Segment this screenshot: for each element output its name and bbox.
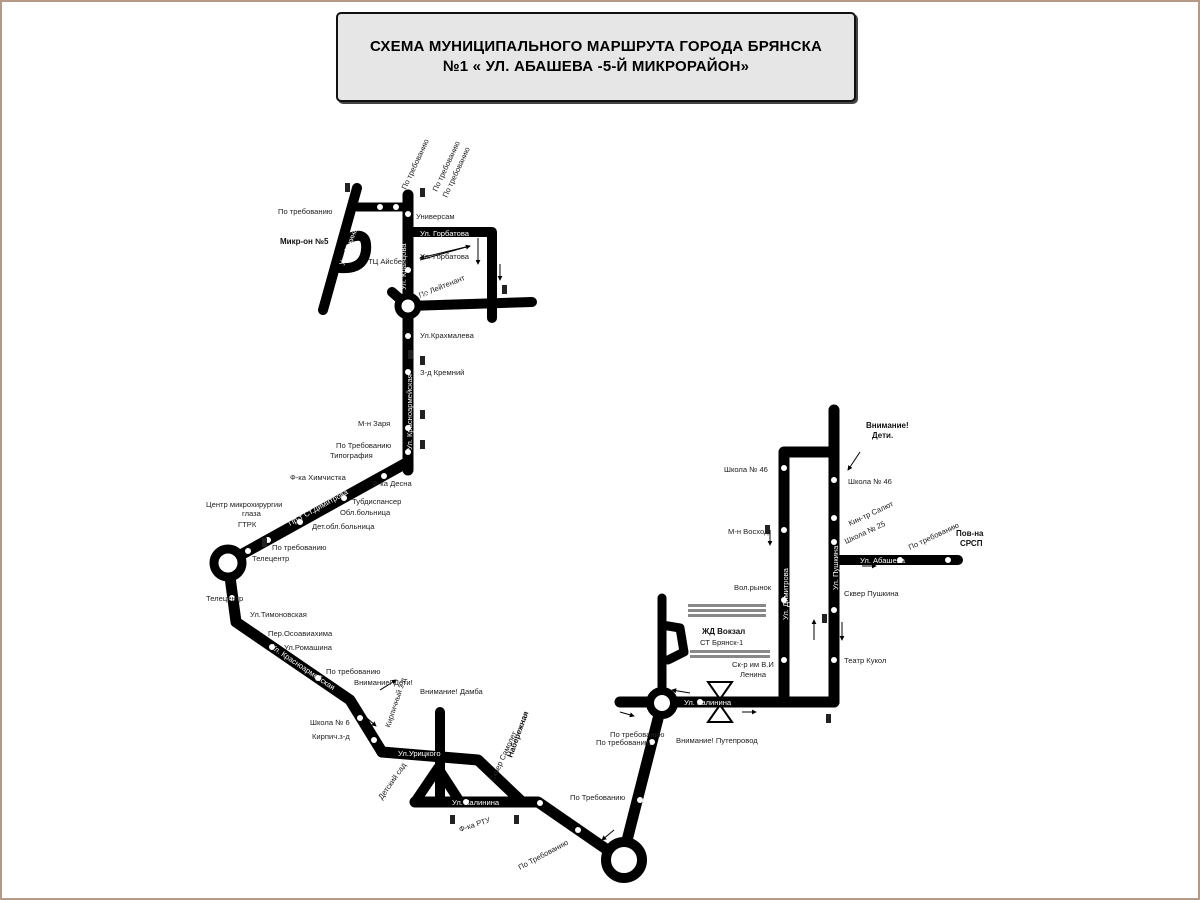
label-ul-timonovskaya: Ул.Тимоновская bbox=[250, 610, 307, 619]
stop-dots bbox=[229, 204, 951, 833]
label-shkola46: Школа № 46 bbox=[724, 465, 768, 474]
label-vnimanie-deti2-1: Внимание! bbox=[866, 421, 909, 430]
label-fka-khimchistka: Ф-ка Химчистка bbox=[290, 473, 347, 482]
label-ul-pushkina: Ул. Пушкина bbox=[831, 545, 840, 590]
label-fka-desna: Ф-ка Десна bbox=[372, 479, 412, 488]
ring-krasnoarm bbox=[394, 292, 422, 320]
label-ul-krasnoarm: Ул. Красноармейская bbox=[405, 374, 414, 450]
route-segment-damba bbox=[410, 707, 465, 807]
label-ul-kramaleva: Ул.Крахмалева bbox=[420, 331, 475, 340]
label-st-bryansk1: СТ Брянск-1 bbox=[700, 638, 743, 647]
map-title-box: СХЕМА МУНИЦИПАЛЬНОГО МАРШРУТА ГОРОДА БРЯ… bbox=[336, 12, 856, 102]
label-skver-pushkina: Сквер Пушкина bbox=[844, 589, 899, 598]
label-zd-kremniy: З-д Кремний bbox=[420, 368, 464, 377]
label-kirpich-zd: Кирпич.з-д bbox=[312, 732, 350, 741]
label-vnimanie-deti: Внимание! Дети! bbox=[354, 678, 413, 687]
label-pov-srsp1: Пов-на bbox=[956, 529, 984, 538]
label-ul-urickogo: Ул.Урицкого bbox=[398, 749, 441, 758]
route-segment-kalinina bbox=[409, 796, 628, 866]
label-shkola46b: Школа № 46 bbox=[848, 477, 892, 486]
label-det-obl-bolnitsa: Дет.обл.больница bbox=[312, 522, 375, 531]
label-ul-gorbatova2: Ул. Горбатова bbox=[420, 252, 470, 261]
label-po-treb-bottom: По Требованию bbox=[517, 838, 570, 872]
traffic-lights bbox=[262, 183, 831, 824]
route-segment-timonovskaya bbox=[222, 556, 388, 758]
label-ul-kostyleva: Ул. Костылева bbox=[420, 290, 472, 299]
ring-telecentr bbox=[209, 544, 247, 582]
map-labels: По требованию По требованию По требовани… bbox=[206, 137, 984, 871]
label-tc-aisberg: ТЦ Айсберг bbox=[368, 257, 409, 266]
label-po-treb-top: По требованию bbox=[278, 207, 333, 216]
route-segment-gorbatova bbox=[403, 227, 497, 323]
label-teatr-kukol: Театр Кукол bbox=[844, 656, 886, 665]
label-po-treb-romashina: По требованию bbox=[326, 667, 381, 676]
label-po-treb-vokzal1: По требованию bbox=[610, 730, 665, 739]
railway-hatch bbox=[688, 604, 770, 658]
label-ul-dimitrova: Ул. Димитрова bbox=[781, 567, 790, 620]
label-vnimanie-puteprovod: Внимание! Путепровод bbox=[676, 736, 758, 745]
ring-vokzal bbox=[646, 687, 678, 719]
route-segment-dimitrova bbox=[778, 446, 840, 708]
label-mikron5: Микр-он №5 bbox=[280, 237, 329, 246]
label-tubdispanser: Тубдиспансер bbox=[352, 497, 401, 506]
label-ul-abasheva: Ул. Абашева bbox=[860, 556, 906, 565]
route-line bbox=[222, 183, 963, 866]
label-vnimanie-deti2-2: Дети. bbox=[872, 431, 893, 440]
label-skver-lenina2: Ленина bbox=[740, 670, 767, 679]
label-obl-bolnitsa: Обл.больница bbox=[340, 508, 391, 517]
label-gtrk: ГТРК bbox=[238, 520, 257, 529]
label-per-osoviahima: Пер.Осоавиахима bbox=[268, 629, 333, 638]
ring-bottom bbox=[601, 837, 647, 883]
label-po-treb-gtrk: По требованию bbox=[272, 543, 327, 552]
route-segment-uritskogo bbox=[376, 746, 526, 806]
label-detskiy-sad: Детский сад bbox=[376, 761, 408, 802]
route-segment-to-vokzal bbox=[616, 697, 668, 866]
label-vnimanie-damba: Внимание! Дамба bbox=[420, 687, 483, 696]
label-telecentr2: Телецентр bbox=[206, 594, 243, 603]
route-segment-prospect bbox=[222, 456, 414, 568]
label-tipografiya: Типография bbox=[330, 451, 373, 460]
label-po-treb-kalinina: По Требованию bbox=[570, 793, 626, 802]
label-mn-zarya: М-н Заря bbox=[358, 419, 390, 428]
label-skver-lenina1: Ск-р им В.И bbox=[732, 660, 774, 669]
label-shkola6: Школа № 6 bbox=[310, 718, 350, 727]
label-vol-rynok: Вол.рынок bbox=[734, 583, 772, 592]
label-ul-kravtsova: Ул. Кравцова bbox=[399, 243, 408, 290]
label-centr-mikro1: Центр микрохирургии bbox=[206, 500, 282, 509]
route-segment-vokzal-loop bbox=[657, 593, 689, 708]
ring-nodes bbox=[209, 292, 678, 883]
label-po-treb-cap: По Требованию bbox=[336, 441, 392, 450]
label-ul-gorbatova: Ул. Горбатова bbox=[420, 229, 470, 238]
label-fka-rtu: Ф-ка РТУ bbox=[458, 815, 492, 834]
bridge-icon bbox=[706, 681, 734, 723]
label-ul-kalinina: Ул. Калинина bbox=[452, 798, 500, 807]
label-mn-voskhod: М-н Восход bbox=[728, 527, 769, 536]
label-po-treb-v1: По требованию bbox=[400, 137, 431, 190]
label-po-treb-abasheva: По требованию bbox=[907, 520, 960, 551]
label-universam: Универсам bbox=[416, 212, 455, 221]
label-ul-romashina: Ул.Ромашина bbox=[284, 643, 333, 652]
map-title-line-1: СХЕМА МУНИЦИПАЛЬНОГО МАРШРУТА ГОРОДА БРЯ… bbox=[369, 38, 823, 55]
route-segment-mikron5-hook bbox=[335, 230, 372, 274]
label-telecentr1: Телецентр bbox=[252, 554, 289, 563]
direction-arrows bbox=[359, 238, 877, 841]
label-centr-mikro2: глаза bbox=[242, 509, 262, 518]
map-title-line-2: №1 « УЛ. АБАШЕВА -5-Й МИКРОРАЙОН» bbox=[442, 58, 750, 75]
route-segment-mikron5 bbox=[318, 183, 362, 315]
label-pov-srsp2: СРСП bbox=[960, 539, 983, 548]
label-zhd-vokzal: ЖД Вокзал bbox=[701, 627, 745, 636]
label-ul-revolyucii: Ул. Калинина bbox=[684, 698, 732, 707]
label-po-treb-vokzal2: По требованию bbox=[596, 738, 651, 747]
